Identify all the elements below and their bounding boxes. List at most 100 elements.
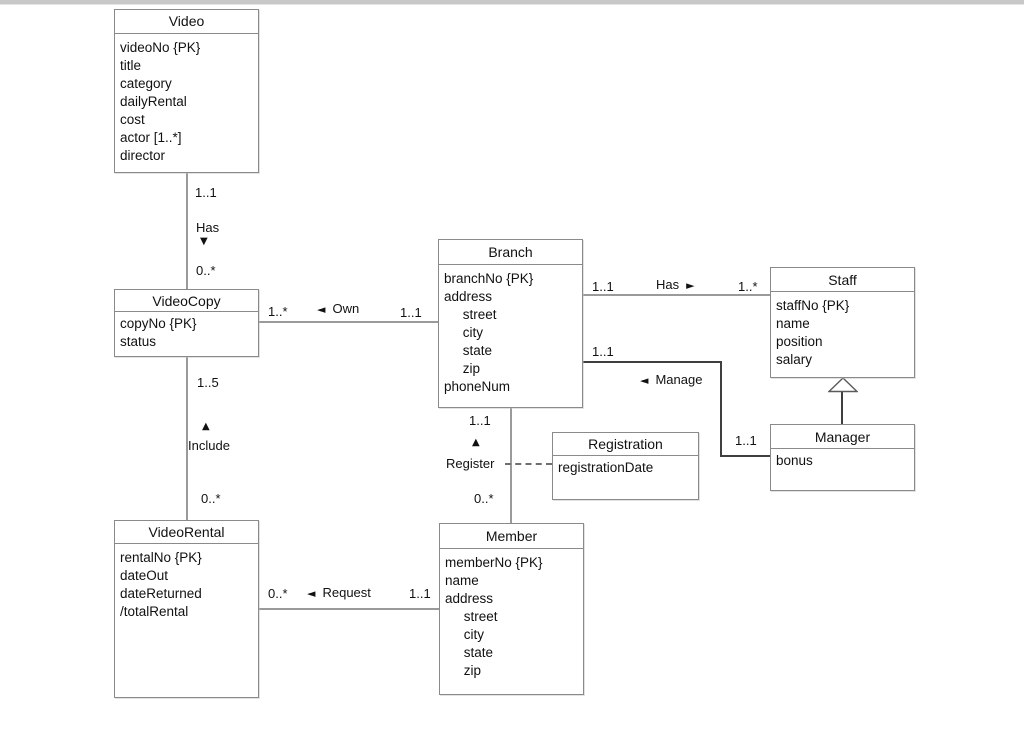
class-registration: Registration registrationDate bbox=[552, 432, 699, 500]
class-staff-attributes: staffNo {PK} name position salary bbox=[771, 292, 914, 369]
manage-left-arrow-icon: ◄ bbox=[640, 373, 649, 387]
class-manager-title: Manager bbox=[771, 425, 914, 449]
attribute-line: title bbox=[120, 58, 142, 73]
mult-staff-hasstaff: 1..* bbox=[738, 279, 758, 294]
own-label-text: Own bbox=[332, 301, 360, 316]
attribute-line: director bbox=[120, 148, 166, 163]
label-register: Register bbox=[446, 456, 495, 471]
register-up-arrow-icon: ▲ bbox=[472, 437, 480, 448]
mult-videocopy-own: 1..* bbox=[268, 304, 288, 319]
branch-member-line bbox=[510, 408, 512, 523]
own-left-arrow-icon: ◄ bbox=[317, 302, 326, 316]
registration-dashed-link bbox=[505, 463, 552, 465]
attribute-line: dailyRental bbox=[120, 94, 187, 109]
mult-branch-hasstaff: 1..1 bbox=[592, 279, 614, 294]
mult-videorental-include: 0..* bbox=[201, 491, 221, 506]
class-manager-attributes: bonus bbox=[771, 449, 914, 470]
label-manage: ◄ Manage bbox=[640, 372, 703, 387]
attribute-line: videoNo {PK} bbox=[120, 40, 201, 55]
attribute-line: category bbox=[120, 76, 172, 91]
attribute-line: registrationDate bbox=[558, 460, 654, 475]
attribute-line: salary bbox=[776, 352, 813, 367]
label-request: ◄ Request bbox=[307, 586, 371, 600]
class-videocopy: VideoCopy copyNo {PK} status bbox=[114, 289, 259, 357]
videocopy-videorental-line bbox=[186, 357, 188, 520]
attribute-line: cost bbox=[120, 112, 145, 127]
mult-manager-manage: 1..1 bbox=[735, 433, 757, 448]
attribute-line: dateReturned bbox=[120, 586, 202, 601]
has-down-arrow-icon: ▼ bbox=[200, 236, 208, 247]
class-branch: Branch branchNo {PK} address street city … bbox=[438, 239, 583, 408]
attribute-line: memberNo {PK} bbox=[445, 555, 543, 570]
mult-videorental-request: 0..* bbox=[268, 586, 288, 601]
class-videorental: VideoRental rentalNo {PK} dateOut dateRetu… bbox=[114, 520, 259, 698]
attribute-line: phoneNum bbox=[444, 379, 511, 394]
request-left-arrow-icon: ◄ bbox=[307, 586, 316, 600]
attribute-line: state bbox=[444, 343, 493, 358]
class-video-title: Video bbox=[115, 10, 258, 34]
attribute-line: staffNo {PK} bbox=[776, 298, 850, 313]
branch-manager-line-seg2 bbox=[720, 361, 722, 457]
request-label-text: Request bbox=[322, 585, 371, 600]
attribute-line: name bbox=[445, 573, 479, 588]
class-video: Video videoNo {PK} title category dailyRent… bbox=[114, 9, 259, 173]
label-include: Include bbox=[188, 438, 230, 453]
label-own: ◄ Own bbox=[317, 301, 360, 316]
class-videorental-title: VideoRental bbox=[115, 521, 258, 544]
class-member: Member memberNo {PK} name address street c… bbox=[439, 523, 584, 695]
include-up-arrow-icon: ▲ bbox=[202, 421, 210, 432]
attribute-line: copyNo {PK} bbox=[120, 316, 197, 331]
attribute-line: branchNo {PK} bbox=[444, 271, 534, 286]
mult-branch-register: 1..1 bbox=[469, 413, 491, 428]
generalization-stem-line bbox=[841, 391, 843, 424]
label-has-staff: Has ► bbox=[656, 278, 695, 292]
attribute-line: position bbox=[776, 334, 823, 349]
class-staff-title: Staff bbox=[771, 268, 914, 292]
attribute-line: /totalRental bbox=[120, 604, 189, 619]
mult-branch-own: 1..1 bbox=[400, 305, 422, 320]
class-registration-attributes: registrationDate bbox=[553, 456, 698, 477]
attribute-line: status bbox=[120, 334, 157, 349]
videocopy-branch-line bbox=[259, 321, 438, 323]
branch-manager-line-seg1 bbox=[583, 361, 722, 363]
class-staff: Staff staffNo {PK} name position salary bbox=[770, 267, 915, 378]
attribute-line: city bbox=[444, 325, 484, 340]
attribute-line: dateOut bbox=[120, 568, 169, 583]
mult-branch-manage: 1..1 bbox=[592, 344, 614, 359]
class-member-title: Member bbox=[440, 524, 583, 549]
attribute-line: rentalNo {PK} bbox=[120, 550, 202, 565]
branch-staff-line bbox=[583, 294, 770, 296]
class-branch-title: Branch bbox=[439, 240, 582, 265]
mult-member-request: 1..1 bbox=[409, 586, 431, 601]
class-registration-title: Registration bbox=[553, 433, 698, 456]
class-videocopy-title: VideoCopy bbox=[115, 290, 258, 312]
attribute-line: street bbox=[444, 307, 497, 322]
top-border-bar bbox=[0, 0, 1024, 5]
hasstaff-right-arrow-icon: ► bbox=[686, 278, 695, 292]
attribute-line: bonus bbox=[776, 453, 813, 468]
attribute-line: state bbox=[445, 645, 494, 660]
attribute-line: zip bbox=[444, 361, 481, 376]
attribute-line: address bbox=[445, 591, 494, 606]
class-videocopy-attributes: copyNo {PK} status bbox=[115, 312, 258, 351]
class-videorental-attributes: rentalNo {PK} dateOut dateReturned/totalRe… bbox=[115, 544, 258, 621]
attribute-line: zip bbox=[445, 663, 482, 678]
class-manager: Manager bonus bbox=[770, 424, 915, 491]
mult-video-has: 1..1 bbox=[195, 185, 217, 200]
label-has-video: Has bbox=[196, 220, 220, 235]
attribute-line: city bbox=[445, 627, 485, 642]
generalization-triangle-icon bbox=[828, 377, 858, 393]
manage-label-text: Manage bbox=[655, 372, 703, 387]
class-video-attributes: videoNo {PK} title category dailyRental cost… bbox=[115, 34, 258, 165]
mult-member-register: 0..* bbox=[474, 491, 494, 506]
class-branch-attributes: branchNo {PK} address street city state z… bbox=[439, 265, 582, 396]
video-videocopy-line bbox=[186, 173, 188, 289]
class-member-attributes: memberNo {PK} name address street city sta… bbox=[440, 549, 583, 680]
attribute-line: actor [1..*] bbox=[120, 130, 182, 145]
attribute-line: name bbox=[776, 316, 810, 331]
attribute-line: street bbox=[445, 609, 498, 624]
hasstaff-label-text: Has bbox=[656, 277, 680, 292]
branch-manager-line-seg3 bbox=[720, 455, 770, 457]
attribute-line: address bbox=[444, 289, 493, 304]
